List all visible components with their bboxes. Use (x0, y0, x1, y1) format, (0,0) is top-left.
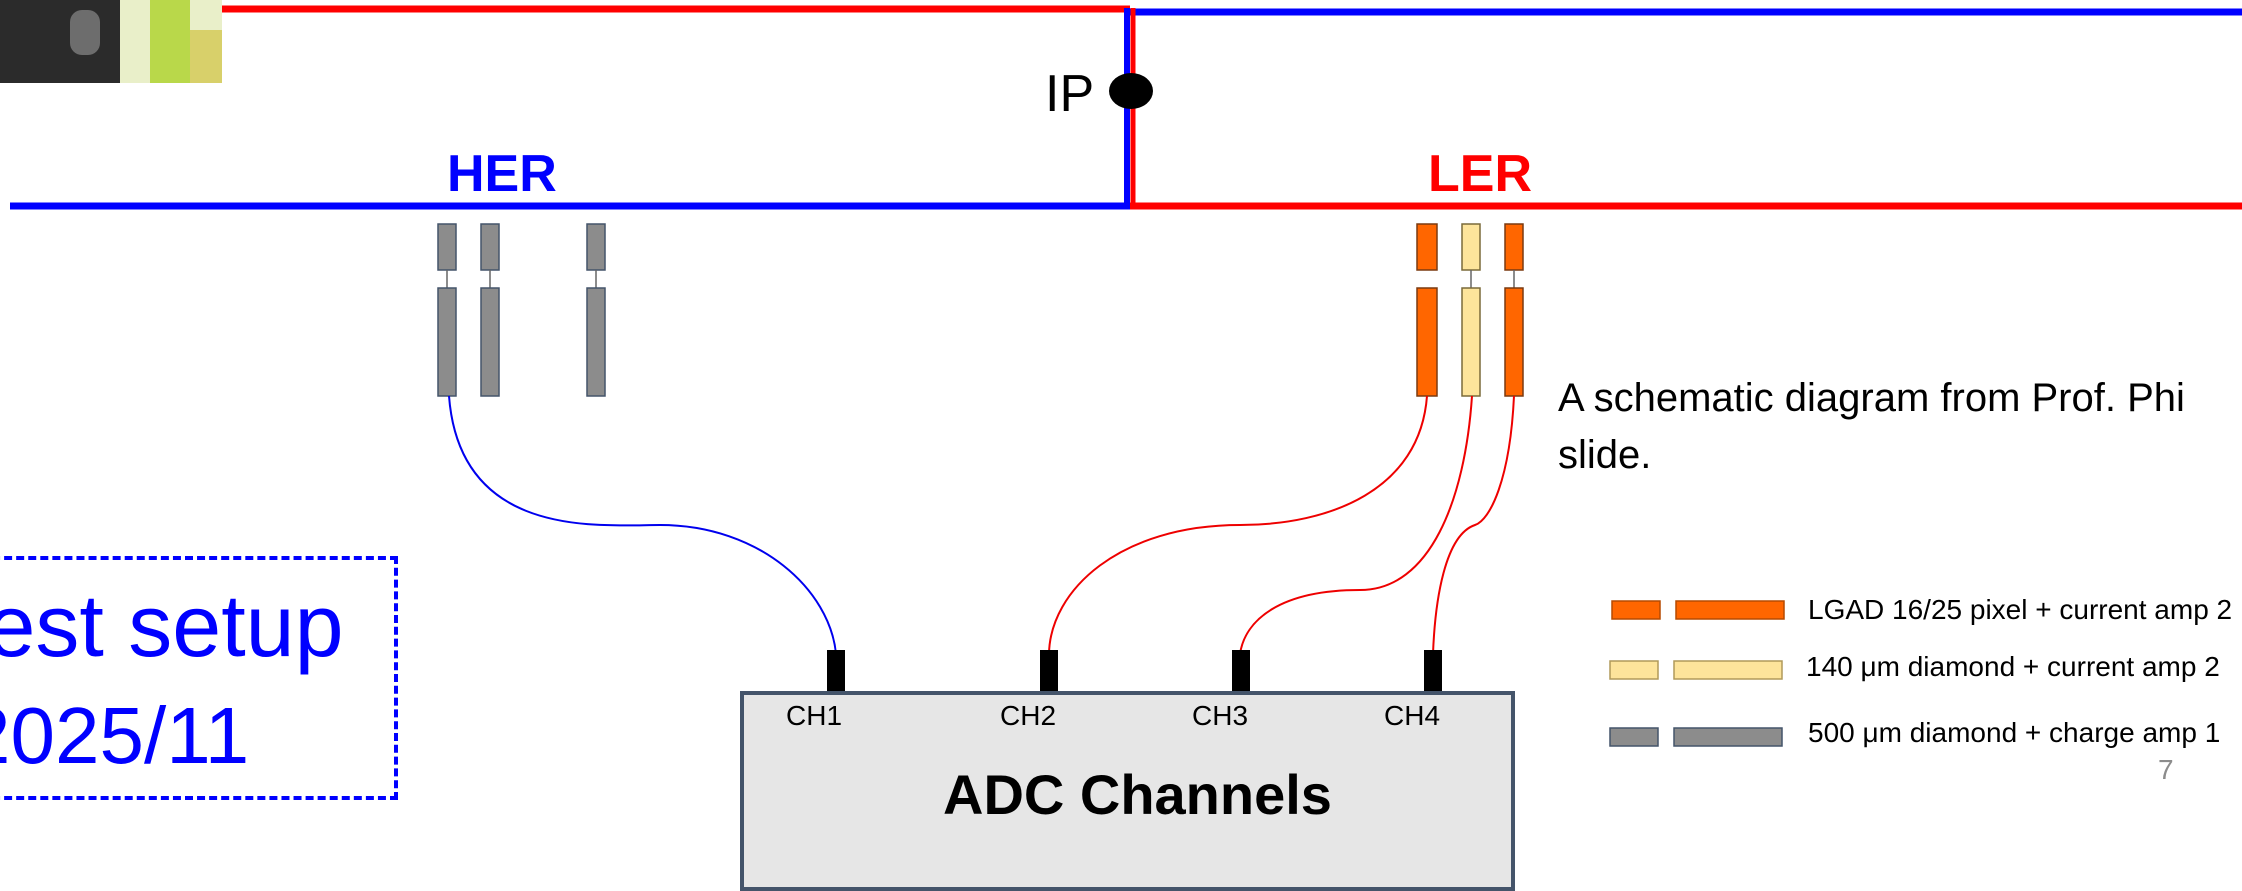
connector-ch4 (1424, 650, 1442, 692)
ler-lgad-detector-2 (1504, 223, 1524, 397)
legend-swatch-large-lgad (1675, 600, 1785, 620)
cable-ch4 (1432, 395, 1515, 655)
ler-diamond-detector (1461, 223, 1481, 397)
channel-label-ch1: CH1 (786, 700, 843, 731)
ip-marker (1109, 73, 1153, 109)
test-setup-line-1: test setup (0, 576, 344, 675)
connector-ch3 (1232, 650, 1250, 692)
beamline-schematic (10, 5, 2242, 747)
ler-label: LER (1428, 145, 1532, 203)
adc-box (740, 691, 1515, 891)
legend-swatch-small-lgad (1611, 600, 1661, 620)
legend-label-diamond140: 140 μm diamond + current amp 2 (1806, 651, 2220, 682)
cable-ch3 (1239, 395, 1473, 655)
page-number: 7 (2158, 754, 2174, 785)
adc-title: ADC Channels (943, 763, 1332, 826)
connector-ch1 (827, 650, 845, 692)
her-label: HER (447, 145, 557, 203)
caption-line-2: slide. (1558, 433, 1652, 477)
her-detector-3 (586, 223, 606, 397)
cable-ch2 (1048, 395, 1428, 655)
her-detector-2 (480, 223, 500, 397)
legend-label-diamond500: 500 μm diamond + charge amp 1 (1808, 717, 2221, 748)
channel-label-ch2: CH2 (1000, 700, 1057, 731)
ler-lgad-detector-1 (1416, 223, 1438, 397)
photo-thumbnail (0, 0, 222, 83)
legend-label-lgad: LGAD 16/25 pixel + current amp 2 (1808, 594, 2233, 625)
test-setup-box (0, 556, 398, 800)
her-detector-1 (437, 223, 457, 397)
legend-swatch-small-diamond140 (1609, 660, 1659, 680)
ip-label: IP (1045, 65, 1095, 123)
cable-ch1 (448, 395, 837, 655)
legend-swatch-small-diamond500 (1609, 727, 1659, 747)
caption-line-1: A schematic diagram from Prof. Phi (1558, 376, 2185, 420)
test-setup-line-2: 2025/11 (0, 691, 250, 780)
channel-label-ch4: CH4 (1384, 700, 1441, 731)
channel-label-ch3: CH3 (1192, 700, 1249, 731)
legend-swatch-large-diamond140 (1673, 660, 1783, 680)
connector-ch2 (1040, 650, 1058, 692)
legend-swatch-large-diamond500 (1673, 727, 1783, 747)
